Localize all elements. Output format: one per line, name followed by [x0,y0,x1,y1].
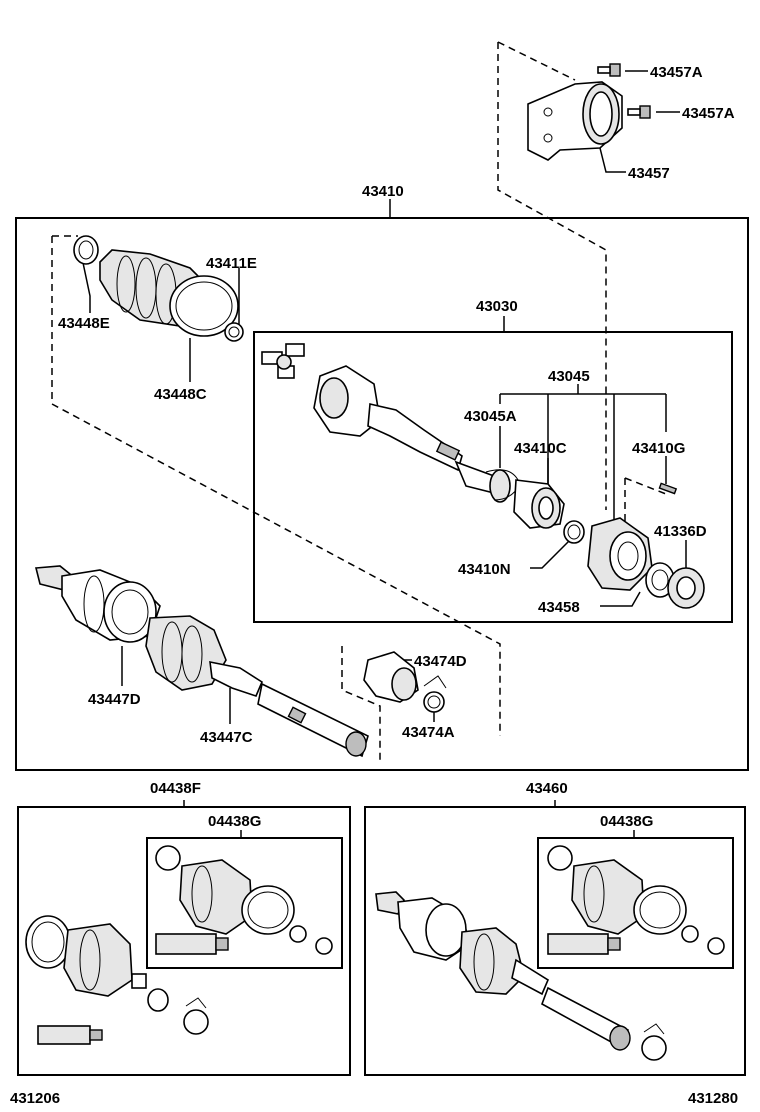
bolt-43457A-1 [597,63,621,77]
label-43458: 43458 [538,599,580,616]
label-43045A: 43045A [464,408,517,425]
label-43457A-2: 43457A [682,105,735,122]
label-43410C: 43410C [514,440,567,457]
kit-box-04438G-left [146,837,343,969]
label-43045: 43045 [548,368,590,385]
subassembly-box-43030 [253,331,733,623]
label-43474D: 43474D [414,653,467,670]
inner-joint-housing [313,365,463,472]
label-41336D: 41336D [654,523,707,540]
label-43410N: 43410N [458,561,511,578]
bearing-43410C [513,479,565,529]
label-43457: 43457 [628,165,670,182]
clamp-43474A [423,675,447,713]
label-43457A-1: 43457A [650,64,703,81]
boot-clamp-43448C [169,275,239,337]
label-43474A: 43474A [402,724,455,741]
label-43410G: 43410G [632,440,685,457]
clamp-ring-43448E [73,235,99,265]
assembly-box-43410 [15,217,749,771]
alignment-dashes [51,41,667,762]
label-04438F: 04438F [150,780,201,797]
label-43460: 43460 [526,780,568,797]
shaft-spline-43045A [454,460,521,503]
kit-left-boot [25,915,209,1045]
kit-left-inner [155,845,333,955]
pin-43410G [658,482,678,495]
bolt-43457A-2 [627,105,651,119]
diagram-code-left: 431206 [10,1090,60,1107]
damper-43474D [363,651,419,703]
label-04438G-left: 04438G [208,813,261,830]
label-43411E: 43411E [206,255,257,272]
diagram-code-right: 431280 [688,1090,738,1107]
label-43447D: 43447D [88,691,141,708]
part-labels: 43457A 43457A 43457 43410 43411E 43448E … [10,64,738,1107]
label-43447C: 43447C [200,729,253,746]
label-43448E: 43448E [58,315,110,332]
leader-lines [81,70,687,838]
tripod-joint [261,343,305,379]
snap-ring-43410N [563,520,585,544]
snap-ring-43411E [224,322,244,342]
label-43030: 43030 [476,298,518,315]
kit-right-shaft [375,891,667,1061]
kit-right-inner [547,845,725,955]
shaft-43447C [209,660,369,758]
label-04438G-right: 04438G [600,813,653,830]
dust-seal-43458 [587,517,653,591]
bearing-bracket-43457 [527,81,623,161]
outer-joint-43447D [34,565,227,691]
label-43448C: 43448C [154,386,207,403]
seal-41336D [645,562,705,609]
kit-box-04438G-right [537,837,734,969]
label-43410: 43410 [362,183,404,200]
